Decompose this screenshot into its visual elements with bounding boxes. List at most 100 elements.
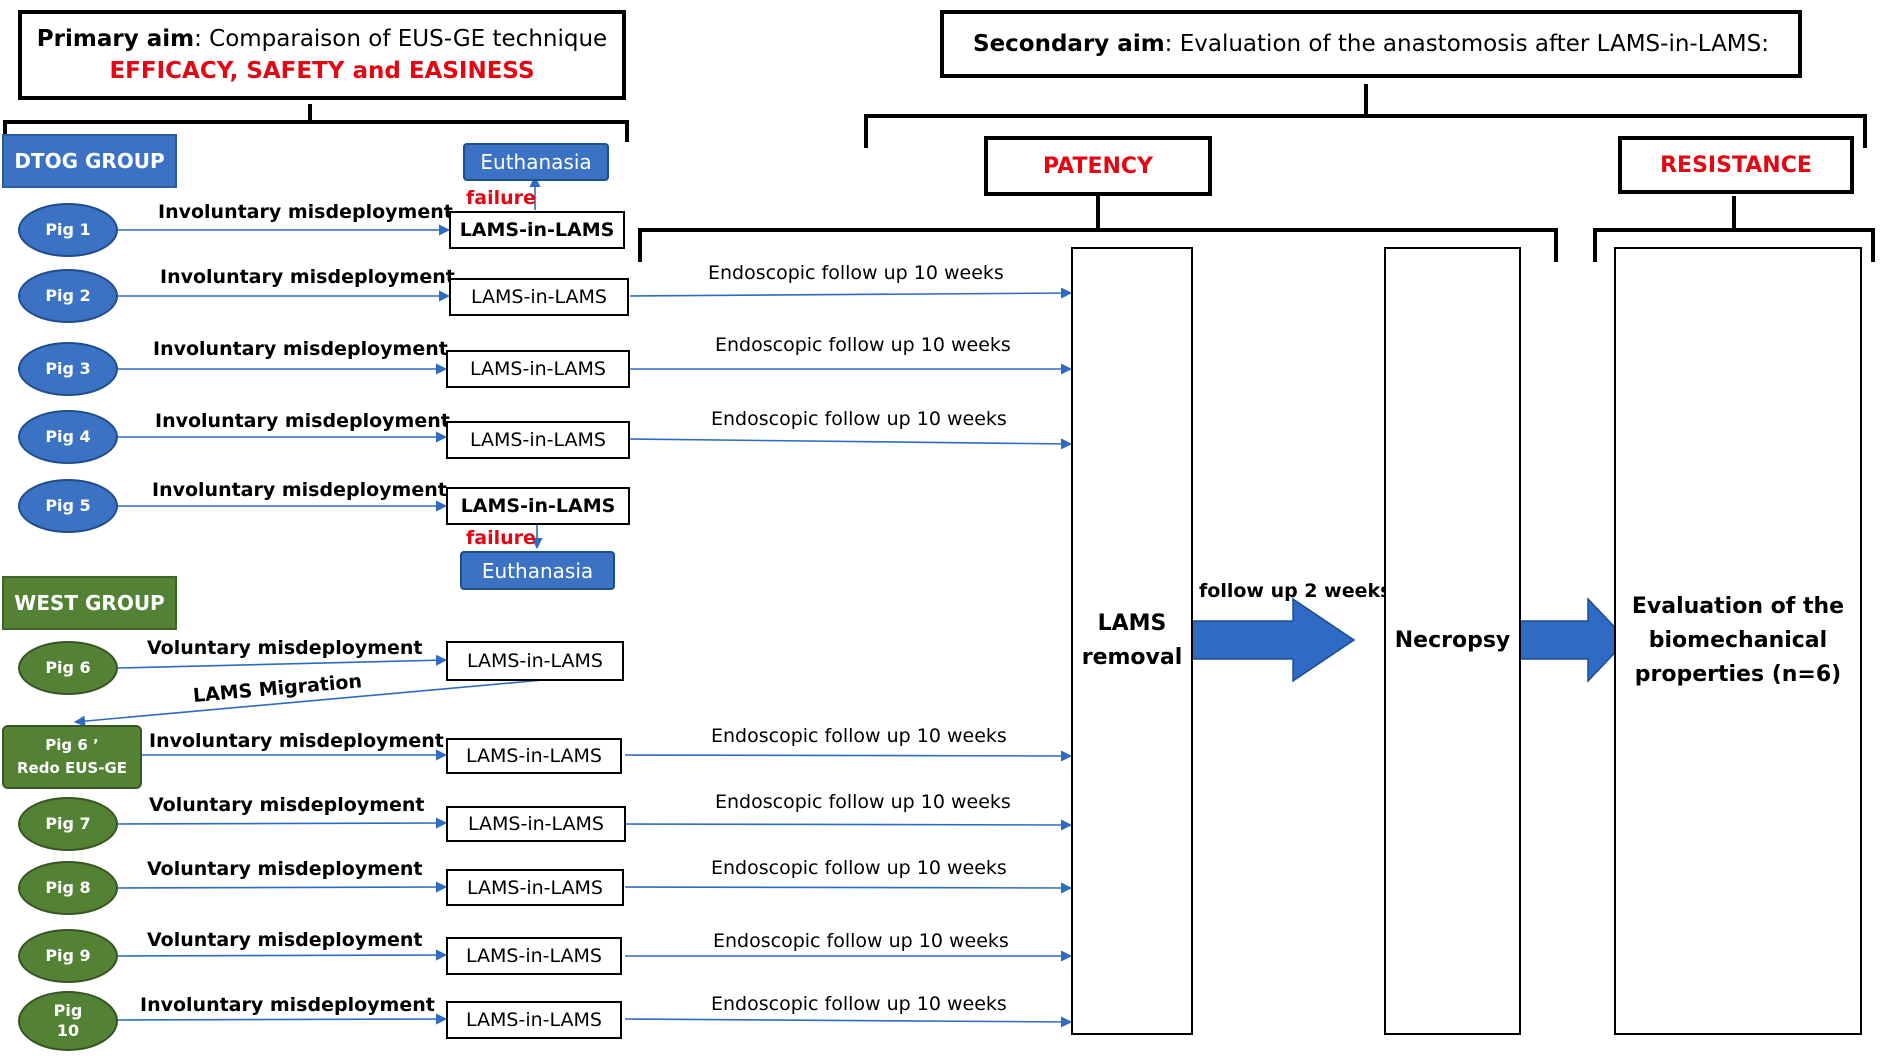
pig-label: Pig 8 bbox=[45, 878, 91, 897]
follow-up-10-weeks-label: Endoscopic follow up 10 weeks bbox=[711, 993, 1007, 1015]
primary-aim-box: Primary aim: Comparaison of EUS-GE techn… bbox=[18, 10, 626, 100]
arrow-fu-pig8 bbox=[624, 882, 1073, 894]
pig-label: Pig 7 bbox=[45, 814, 91, 833]
follow-up-10-weeks-label: Endoscopic follow up 10 weeks bbox=[713, 930, 1009, 952]
pig-node: Pig 9 bbox=[18, 929, 118, 983]
pig-label: Pig 2 bbox=[45, 286, 91, 305]
misdeployment-label: Involuntary misdeployment bbox=[158, 201, 453, 223]
lams-in-lams-box: LAMS-in-LAMS bbox=[446, 1001, 622, 1039]
easiness-text: EASINESS bbox=[408, 58, 535, 84]
lams-in-lams-box: LAMS-in-LAMS bbox=[449, 211, 625, 249]
pig-node: Pig 8 bbox=[18, 861, 118, 915]
misdeployment-label: Involuntary misdeployment bbox=[140, 994, 435, 1016]
pig-label: Pig 6 bbox=[45, 658, 91, 677]
lams-removal-box: LAMS removal bbox=[1071, 247, 1193, 1035]
pig-node: Pig 7 bbox=[18, 797, 118, 851]
failure-label: failure bbox=[466, 527, 536, 549]
follow-up-10-weeks-label: Endoscopic follow up 10 weeks bbox=[711, 408, 1007, 430]
secondary-aim-label: Secondary aim bbox=[973, 31, 1165, 57]
lams-in-lams-box: LAMS-in-LAMS bbox=[446, 937, 622, 975]
west-group-text: WEST GROUP bbox=[14, 591, 165, 615]
resistance-label: RESISTANCE bbox=[1660, 152, 1812, 178]
euthanasia-box: Euthanasia bbox=[460, 551, 615, 590]
evaluation-box: Evaluation of the biomechanical properti… bbox=[1614, 247, 1862, 1035]
block-arrow-necropsy bbox=[1511, 597, 1629, 683]
lams-in-lams-box: LAMS-in-LAMS bbox=[449, 278, 629, 316]
lams-in-lams-box: LAMS-in-LAMS bbox=[446, 350, 630, 388]
pig-label: Pig 1 bbox=[45, 220, 91, 239]
west-group-label: WEST GROUP bbox=[2, 576, 177, 630]
primary-aim-brace bbox=[3, 104, 629, 142]
arrow-fu-pig7 bbox=[624, 819, 1073, 831]
pig-node: Pig 4 bbox=[18, 410, 118, 464]
dtog-group-label: DTOG GROUP bbox=[2, 134, 177, 188]
secondary-aim-text: : Evaluation of the anastomosis after LA… bbox=[1164, 31, 1769, 57]
lams-in-lams-box: LAMS-in-LAMS bbox=[446, 738, 622, 774]
pig-label: Pig 5 bbox=[45, 496, 91, 515]
follow-up-10-weeks-label: Endoscopic follow up 10 weeks bbox=[715, 334, 1011, 356]
lams-in-lams-box: LAMS-in-LAMS bbox=[446, 806, 626, 842]
arrow-pig9 bbox=[117, 949, 448, 961]
arrow-pig7 bbox=[117, 817, 448, 829]
pig-sublabel: Redo EUS-GE bbox=[16, 759, 127, 777]
pig-node-redo: Pig 6 ’ Redo EUS-GE bbox=[2, 725, 142, 789]
arrow-pig10 bbox=[117, 1013, 448, 1025]
lams-in-lams-box: LAMS-in-LAMS bbox=[446, 487, 630, 525]
misdeployment-label: Voluntary misdeployment bbox=[147, 929, 423, 951]
arrow-pig6 bbox=[117, 654, 448, 669]
patency-box: PATENCY bbox=[984, 136, 1212, 196]
misdeployment-label: Voluntary misdeployment bbox=[149, 794, 425, 816]
pig-node: Pig 6 bbox=[18, 641, 118, 695]
lams-removal-label: LAMS removal bbox=[1081, 611, 1183, 670]
primary-aim-text: : Comparaison of EUS-GE technique bbox=[194, 26, 608, 52]
failure-label: failure bbox=[466, 187, 536, 209]
misdeployment-label: Involuntary misdeployment bbox=[149, 730, 444, 752]
pig-label: Pig bbox=[53, 1001, 83, 1020]
safety-text: SAFETY bbox=[246, 58, 345, 84]
efficacy-text: EFFICACY bbox=[109, 58, 230, 84]
secondary-aim-line: Secondary aim: Evaluation of the anastom… bbox=[973, 28, 1769, 60]
misdeployment-label: Voluntary misdeployment bbox=[147, 858, 423, 880]
pig-label: Pig 6 ’ bbox=[45, 736, 99, 754]
patency-brace bbox=[638, 196, 1558, 262]
necropsy-label: Necropsy bbox=[1394, 628, 1511, 653]
pig-node: Pig 5 bbox=[18, 479, 118, 533]
pig-label: Pig 4 bbox=[45, 427, 91, 446]
follow-up-2-weeks-label: follow up 2 weeks bbox=[1199, 580, 1392, 602]
patency-label: PATENCY bbox=[1043, 153, 1153, 179]
misdeployment-label: Involuntary misdeployment bbox=[152, 479, 447, 501]
pig-label: Pig 3 bbox=[45, 359, 91, 378]
resistance-box: RESISTANCE bbox=[1618, 136, 1854, 194]
primary-aim-separator-1: , bbox=[229, 58, 247, 84]
pig-sublabel: 10 bbox=[56, 1021, 80, 1040]
arrow-fu-pig2 bbox=[629, 287, 1073, 299]
arrow-pig8 bbox=[117, 881, 448, 893]
lams-in-lams-box: LAMS-in-LAMS bbox=[446, 641, 624, 681]
lams-in-lams-box: LAMS-in-LAMS bbox=[446, 421, 630, 459]
follow-up-10-weeks-label: Endoscopic follow up 10 weeks bbox=[711, 725, 1007, 747]
lams-in-lams-box: LAMS-in-LAMS bbox=[446, 869, 624, 906]
pig-label: Pig 9 bbox=[45, 946, 91, 965]
pig-node: Pig 3 bbox=[18, 342, 118, 396]
primary-aim-line1: Primary aim: Comparaison of EUS-GE techn… bbox=[37, 23, 607, 55]
necropsy-box: Necropsy bbox=[1384, 247, 1521, 1035]
euthanasia-box: Euthanasia bbox=[463, 143, 609, 181]
primary-aim-line2: EFFICACY, SAFETY and EASINESS bbox=[109, 55, 534, 87]
misdeployment-label: Involuntary misdeployment bbox=[160, 266, 455, 288]
misdeployment-label: Voluntary misdeployment bbox=[147, 637, 423, 659]
arrow-lams-migration bbox=[73, 679, 544, 727]
arrow-fu-pig4 bbox=[629, 438, 1073, 450]
arrow-fu-pig10 bbox=[624, 1016, 1073, 1028]
resistance-brace bbox=[1593, 196, 1875, 262]
pig-node: Pig 1 bbox=[18, 203, 118, 257]
dtog-group-text: DTOG GROUP bbox=[14, 149, 165, 173]
block-arrow-follow-up bbox=[1186, 597, 1356, 683]
follow-up-10-weeks-label: Endoscopic follow up 10 weeks bbox=[711, 857, 1007, 879]
follow-up-10-weeks-label: Endoscopic follow up 10 weeks bbox=[708, 262, 1004, 284]
primary-aim-label: Primary aim bbox=[36, 26, 195, 52]
secondary-aim-box: Secondary aim: Evaluation of the anastom… bbox=[940, 10, 1802, 78]
follow-up-10-weeks-label: Endoscopic follow up 10 weeks bbox=[715, 791, 1011, 813]
pig-node: Pig 2 bbox=[18, 269, 118, 323]
